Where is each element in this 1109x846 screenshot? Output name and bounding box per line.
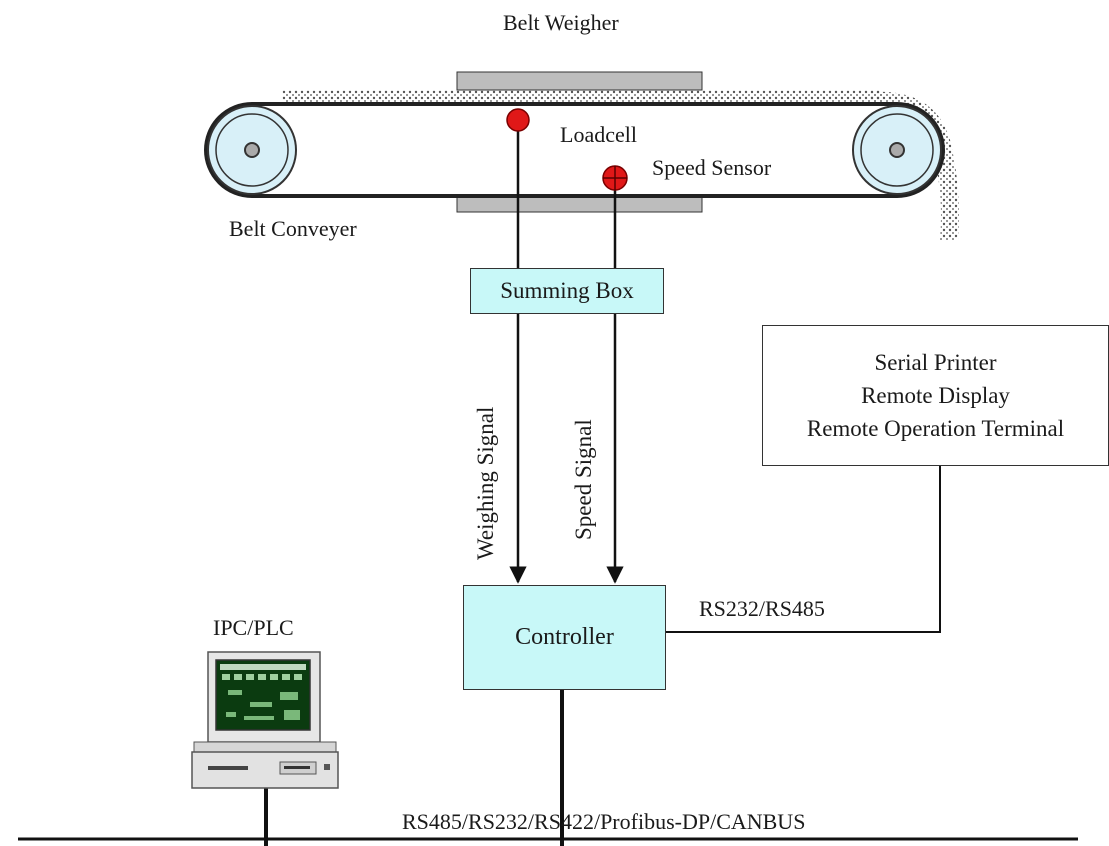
- weighing-signal-label: Weighing Signal: [473, 406, 498, 560]
- summing-box: Summing Box: [470, 268, 664, 314]
- ipc-plc-label: IPC/PLC: [213, 615, 294, 640]
- left-pulley: [207, 105, 297, 195]
- material-layer: [282, 90, 882, 103]
- field-bus-label: RS485/RS232/RS422/Profibus-DP/CANBUS: [402, 809, 806, 834]
- weigher-top-plate: [456, 71, 703, 91]
- loadcell-sensor: [506, 108, 530, 132]
- peripheral-item-serial-printer: Serial Printer: [874, 349, 997, 375]
- belt-weigher-label: Belt Weigher: [503, 10, 619, 35]
- rs232-rs485-label: RS232/RS485: [699, 596, 825, 621]
- peripheral-item-remote-display: Remote Display: [861, 382, 1010, 408]
- speed-signal-label: Speed Signal: [571, 419, 596, 540]
- right-pulley: [852, 105, 942, 195]
- belt-conveyer-belt: [204, 102, 945, 198]
- peripheral-box: Serial Printer Remote Display Remote Ope…: [762, 325, 1109, 466]
- peripheral-item-remote-operation-terminal: Remote Operation Terminal: [806, 415, 1065, 441]
- speed-sensor: [602, 165, 628, 191]
- speed-sensor-label: Speed Sensor: [652, 155, 772, 180]
- summing-box-label: Summing Box: [500, 278, 634, 303]
- controller-box: Controller: [463, 585, 666, 690]
- controller-label: Controller: [515, 624, 614, 650]
- belt-conveyer-label: Belt Conveyer: [229, 216, 357, 241]
- loadcell-label: Loadcell: [560, 122, 637, 147]
- rs232-rs485-link: [665, 466, 941, 633]
- ipc-plc-computer-icon: [191, 651, 339, 789]
